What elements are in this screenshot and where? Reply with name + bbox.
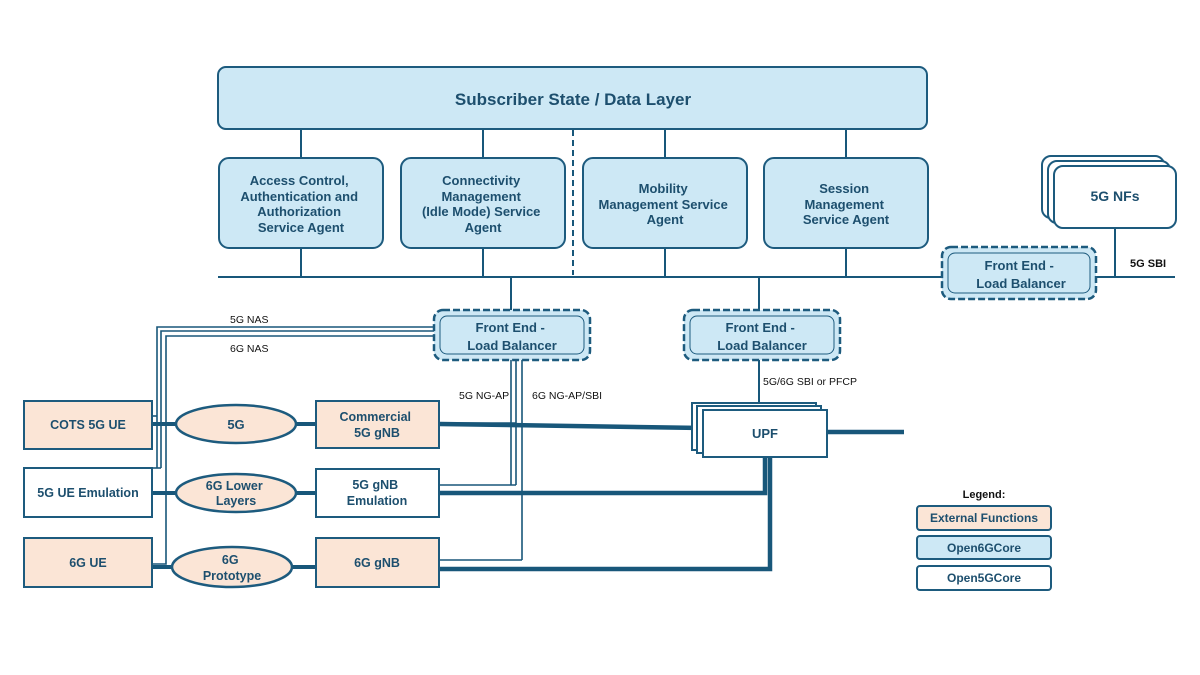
load-balancer-nas[interactable]: Front End - Load Balancer [432,308,592,362]
svg-text:Front End - Load Balance: Front End - Load Balancer [976,258,1066,291]
lb-label: Front End - [726,320,795,335]
agent-label: Management Service [599,197,728,212]
upf-stack[interactable]: UPF [691,402,828,458]
upf-interface-label: 5G/6G SBI or PFCP [763,376,857,388]
agent-label: Connectivity [442,173,521,188]
legend-title: Legend: [963,489,1006,501]
ue-label: 5G UE Emulation [37,486,138,500]
radio-6g-prototype[interactable]: 6G Prototype [170,545,294,589]
agent-label: (Idle Mode) Service [422,204,540,219]
agent-label: Management [441,189,521,204]
user-plane-line [439,421,704,431]
ue-cots-5g[interactable]: COTS 5G UE [23,400,153,450]
legend-item-open6gcore: Open6GCore [916,535,1052,560]
legend: Legend: External Functions Open6GCore Op… [916,489,1052,591]
agent-access-control[interactable]: Access Control, Authentication and Autho… [218,157,384,249]
svg-text:Mobility Management Serv: Mobility Management Service Agent [599,181,732,227]
nas-6g-line [152,335,436,565]
agent-label: Mobility [639,181,689,196]
nas-6g-label: 6G NAS [230,343,269,355]
lb-label: Front End - [985,258,1054,273]
ue-5g-emulation[interactable]: 5G UE Emulation [23,467,153,518]
user-plane-line [440,455,773,572]
agent-label: Service Agent [803,212,890,227]
gnb-label: Commercial [339,410,411,424]
agent-label: Authorization [257,204,341,219]
legend-label: External Functions [930,511,1038,525]
legend-label: Open5GCore [947,571,1021,585]
nfs-stack[interactable]: 5G NFs [1041,155,1177,229]
radio-5g[interactable]: 5G [174,403,298,445]
agent-label: Agent [465,220,503,235]
upf-label: UPF [752,426,778,441]
svg-text:Session Management: Session Management Service Agent [803,181,890,227]
agent-label: Agent [647,212,685,227]
svg-text:Connectivity Management: Connectivity Management (Idle Mode) Serv… [422,173,544,235]
lb-label: Load Balancer [467,338,557,353]
agent-label: Service Agent [258,220,345,235]
legend-item-open5gcore: Open5GCore [916,565,1052,591]
svg-text:Access Control, Authenti: Access Control, Authentication and Autho… [240,173,361,235]
radio-label: Layers [216,494,256,508]
data-layer-box: Subscriber State / Data Layer [217,66,928,130]
agent-mobility-management[interactable]: Mobility Management Service Agent [582,157,748,249]
user-plane-line [440,455,768,496]
agent-label: Access Control, [250,173,349,188]
svg-text:Front End - Load Balance: Front End - Load Balancer [717,320,807,353]
radio-label: Prototype [203,569,261,583]
svg-text:Front End - Load Balance: Front End - Load Balancer [467,320,557,353]
ngap-5g-label: 5G NG-AP [459,390,509,402]
radio-label: 6G [222,553,239,567]
ue-label: COTS 5G UE [50,418,126,432]
agent-label: Management [804,197,884,212]
gnb-commercial-5g[interactable]: Commercial 5G gNB [315,400,440,449]
ue-label: 6G UE [69,556,107,570]
svg-text:Commercial 5G gNB: Commercial 5G gNB [339,410,414,440]
svg-text:5G gNB Emulation: 5G gNB Emulation [347,478,407,508]
gnb-label: 5G gNB [354,426,400,440]
agent-connectivity-management[interactable]: Connectivity Management (Idle Mode) Serv… [400,157,566,249]
gnb-label: Emulation [347,494,407,508]
legend-label: Open6GCore [947,541,1021,555]
load-balancer-sbi[interactable]: Front End - Load Balancer [940,245,1098,301]
data-layer-title: Subscriber State / Data Layer [455,90,692,109]
load-balancer-upf[interactable]: Front End - Load Balancer [682,308,842,362]
gnb-5g-emulation[interactable]: 5G gNB Emulation [315,468,440,518]
agent-label: Authentication and [240,189,358,204]
gnb-label: 5G gNB [352,478,398,492]
agent-session-management[interactable]: Session Management Service Agent [763,157,929,249]
gnb-6g[interactable]: 6G gNB [315,537,440,588]
svg-text:6G Prototype: 6G Prototype [203,553,261,583]
lb-label: Front End - [476,320,545,335]
lb-label: Load Balancer [976,276,1066,291]
nas-5g-label: 5G NAS [230,314,269,326]
radio-6g-lower-layers[interactable]: 6G Lower Layers [174,472,298,514]
sbi-label: 5G SBI [1130,258,1166,270]
ue-6g[interactable]: 6G UE [23,537,153,588]
ngap-6g-label: 6G NG-AP/SBI [532,390,602,402]
agent-label: Session [819,181,869,196]
svg-text:6G Lower Layers: 6G Lower Layers [206,479,266,508]
legend-item-external-functions: External Functions [916,505,1052,531]
nfs-label: 5G NFs [1090,188,1139,204]
gnb-label: 6G gNB [354,556,400,570]
lb-label: Load Balancer [717,338,807,353]
radio-label: 6G Lower [206,479,263,493]
nas-5g-line [156,326,436,468]
radio-label: 5G [227,417,244,432]
